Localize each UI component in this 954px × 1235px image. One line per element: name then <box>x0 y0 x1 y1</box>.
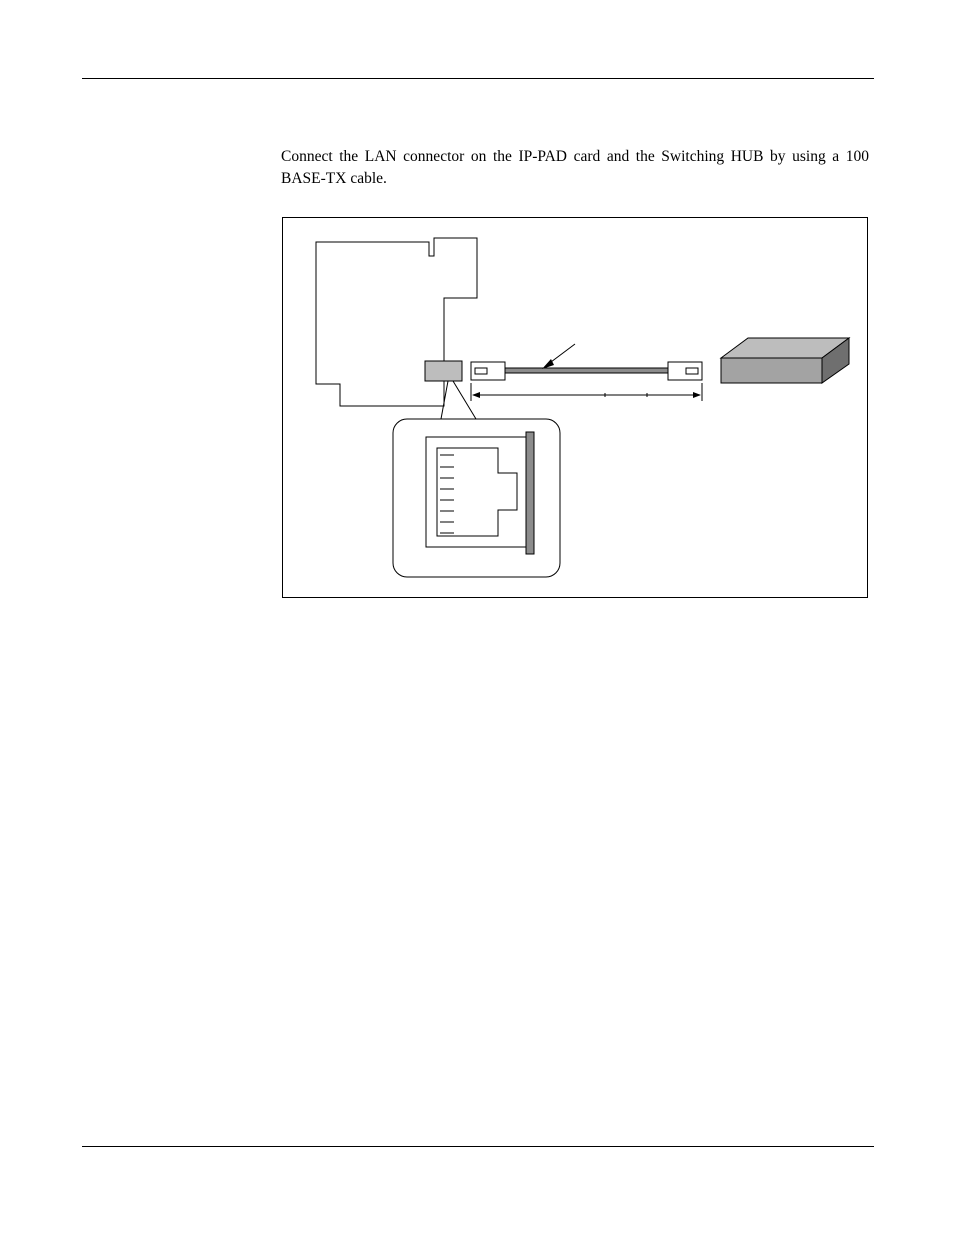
lan-cable <box>504 367 669 374</box>
callout-line-left <box>440 380 449 420</box>
jack-contact-pins <box>440 454 454 534</box>
header-rule <box>82 78 874 79</box>
jack-opening <box>436 447 518 537</box>
cable-plug-right-latch <box>685 367 699 375</box>
footer-rule <box>82 1146 874 1147</box>
cable-plug-left-latch <box>474 367 488 375</box>
cable-pointer-arrow <box>542 343 576 369</box>
hub-side-face <box>821 337 850 384</box>
cable-length-dimension <box>470 383 703 401</box>
instruction-paragraph: Connect the LAN connector on the IP-PAD … <box>281 148 869 187</box>
connection-figure <box>282 217 868 598</box>
ip-pad-card-outline <box>315 237 478 407</box>
switching-hub <box>719 337 851 384</box>
cable-plug-right <box>667 361 703 381</box>
jack-flange <box>525 431 535 555</box>
hub-front-face <box>720 357 823 384</box>
lan-connector <box>424 360 463 382</box>
callout-line-right <box>452 380 477 420</box>
connection-diagram <box>315 237 851 578</box>
